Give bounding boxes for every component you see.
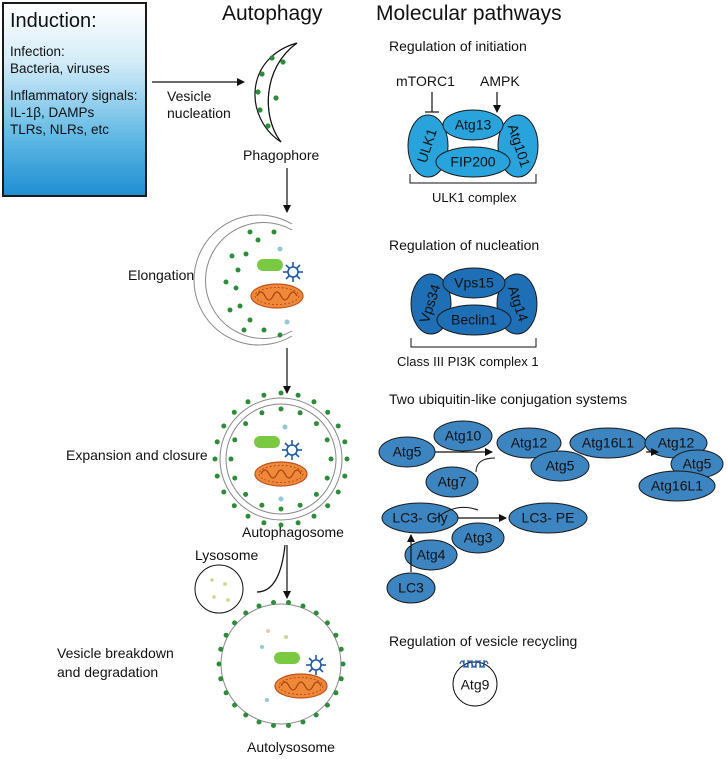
header-molecular-pathways: Molecular pathways (376, 2, 562, 25)
induction-box: Induction: Infection: Bacteria, viruses … (2, 2, 147, 197)
infection-heading: Infection: (10, 44, 65, 59)
label-atg16l1-c: Atg16L1 (651, 478, 703, 494)
label-ampk: AMPK (480, 73, 520, 89)
label-autophagosome: Autophagosome (242, 524, 344, 540)
label-atg3: Atg3 (464, 530, 493, 546)
induction-title: Induction: (10, 10, 97, 32)
label-lysosome: Lysosome (195, 547, 259, 563)
title-conjugation: Two ubiquitin-like conjugation systems (389, 391, 627, 407)
label-atg13: Atg13 (455, 117, 492, 133)
label-atg5-c: Atg5 (683, 456, 712, 472)
label-vesicle: Vesicle (167, 88, 212, 104)
label-atg9: Atg9 (461, 677, 490, 693)
elongation-vesicle (193, 214, 304, 346)
label-vps15: Vps15 (454, 275, 494, 291)
label-atg16l1: Atg16L1 (582, 435, 634, 451)
label-breakdown: Vesicle breakdown (57, 645, 174, 661)
label-lc3-pe: LC3- PE (522, 510, 575, 526)
label-atg10: Atg10 (445, 428, 482, 444)
conjugation-systems: Atg5 Atg10 Atg12 Atg5 Atg16L1 Atg12 Atg5… (378, 420, 724, 604)
header-autophagy: Autophagy (222, 2, 323, 25)
lysosome (194, 564, 244, 614)
ulk1-complex: ULK1 Atg101 Atg13 FIP200 (407, 109, 539, 178)
label-atg12-c: Atg12 (658, 435, 695, 451)
title-regulation-initiation: Regulation of initiation (389, 38, 527, 54)
atg9-vesicle: Atg9 (452, 660, 498, 707)
inflammatory-heading: Inflammatory signals: (10, 88, 138, 103)
phagophore (254, 42, 298, 143)
label-beclin1: Beclin1 (451, 312, 497, 328)
label-autolysosome: Autolysosome (247, 739, 335, 755)
label-mtorc1: mTORC1 (396, 73, 455, 89)
label-pi3k-complex: Class III PI3K complex 1 (397, 354, 539, 369)
ulk1-bracket (409, 174, 537, 184)
inflammatory-line-1: IL-1β, DAMPs (10, 105, 95, 120)
label-atg4: Atg4 (417, 547, 446, 563)
label-atg7: Atg7 (438, 474, 467, 490)
label-phagophore: Phagophore (243, 147, 320, 163)
label-nucleation: nucleation (167, 105, 231, 121)
title-vesicle-recycling: Regulation of vesicle recycling (389, 633, 577, 649)
autolysosome (216, 600, 346, 728)
autolysosome-dots (216, 600, 346, 728)
infection-items: Bacteria, viruses (10, 61, 110, 76)
label-atg5-b: Atg5 (546, 458, 575, 474)
inflammatory-line-2: TLRs, NLRs, etc (10, 122, 110, 137)
label-fip200: FIP200 (450, 154, 495, 170)
pi3k-complex: Vps34 Atg14 Vps15 Beclin1 (410, 267, 538, 336)
label-degradation: and degradation (57, 664, 158, 680)
label-lc3: LC3 (398, 580, 424, 596)
label-elongation: Elongation (128, 267, 194, 283)
label-atg5: Atg5 (393, 444, 422, 460)
label-ulk1-complex: ULK1 complex (432, 190, 517, 205)
label-atg12: Atg12 (511, 435, 548, 451)
autophagosome-dots (212, 390, 350, 528)
title-regulation-nucleation: Regulation of nucleation (389, 237, 539, 253)
autophagosome (212, 390, 350, 528)
label-lc3-gly: LC3- Gly (392, 510, 447, 526)
pi3k-bracket (410, 338, 537, 348)
lysosome-merge-curve (256, 544, 286, 593)
label-expansion: Expansion and closure (66, 447, 208, 463)
